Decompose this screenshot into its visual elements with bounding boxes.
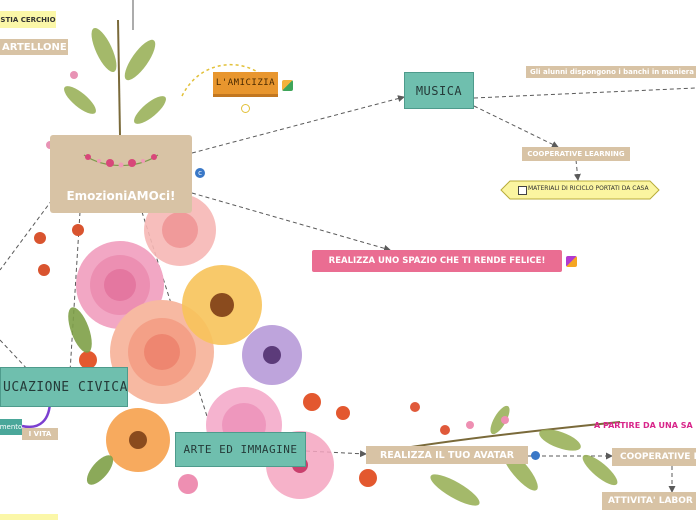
daisy-orange (182, 265, 262, 345)
node-educazione-civica-label: UCAZIONE CIVICA (3, 379, 128, 395)
image-attachment-icon[interactable] (282, 80, 293, 91)
small-blossoms (34, 71, 84, 276)
connector-central-left (0, 199, 53, 271)
connector-musica-banchi (473, 87, 696, 99)
node-spazio-label: REALIZZA UNO SPAZIO CHE TI RENDE FELICE! (328, 256, 546, 266)
connector-musica-cooperative (473, 105, 559, 148)
node-mento[interactable]: mento (0, 419, 22, 435)
node-arte-immagine[interactable]: ARTE ED IMMAGINE (175, 432, 306, 467)
node-musica[interactable]: MUSICA (404, 72, 474, 109)
daisy-orange-small (106, 408, 170, 472)
connector-civica-left (0, 339, 31, 373)
berries-right (410, 402, 509, 435)
node-banchi[interactable]: Gli alunni dispongono i banchi in manier… (526, 66, 696, 78)
node-banchi-label: Gli alunni dispongono i banchi in manier… (530, 68, 696, 76)
node-cooperative-learning-label: COOPERATIVE LEARNING (527, 150, 625, 158)
node-attivita-label: ATTIVITA' LABOR (608, 496, 693, 506)
leaf-cluster-top (64, 27, 166, 124)
link-icon-2[interactable] (531, 451, 540, 460)
node-cartellone-label: ARTELLONE (2, 41, 67, 53)
connector-central-spazio (191, 192, 391, 252)
node-educazione-civica[interactable]: UCAZIONE CIVICA (0, 367, 128, 407)
node-fragment-bottom (0, 514, 58, 520)
node-avatar[interactable]: REALIZZA IL TUO AVATAR (366, 446, 528, 464)
node-materiali-label: MATERIALI DI RICICLO PORTATI DA CASA (528, 185, 649, 192)
node-vita-label: I VITA (28, 430, 52, 438)
link-icon[interactable]: c (195, 168, 205, 178)
node-amicizia-label: L'AMICIZIA (215, 78, 276, 88)
connector-cooperative-materiali (573, 159, 581, 181)
node-materiali[interactable]: MATERIALI DI RICICLO PORTATI DA CASA (500, 180, 660, 200)
image-attachment-icon-2[interactable] (566, 256, 577, 267)
central-title: EmozioniAMOci! (66, 189, 176, 203)
bulb-icon (241, 104, 250, 113)
node-mento-label: mento (0, 423, 22, 431)
node-arte-immagine-label: ARTE ED IMMAGINE (183, 443, 298, 456)
connector-amicizia (181, 63, 263, 97)
checkbox-icon[interactable] (518, 186, 527, 195)
node-cooperative-2[interactable]: COOPERATIVE L (612, 448, 696, 466)
node-vita[interactable]: I VITA (22, 428, 58, 440)
node-cerchio-label: STIA CERCHIO (0, 15, 56, 24)
connector-central-musica (191, 95, 405, 154)
node-amicizia[interactable]: L'AMICIZIA (213, 72, 278, 97)
floral-garland-icon (80, 149, 162, 171)
node-avatar-label: REALIZZA IL TUO AVATAR (379, 449, 515, 461)
node-attivita[interactable]: ATTIVITA' LABOR (602, 492, 696, 510)
node-cerchio[interactable]: STIA CERCHIO (0, 11, 56, 28)
node-cooperative-learning[interactable]: COOPERATIVE LEARNING (522, 147, 630, 161)
connector-central-civica (69, 211, 81, 373)
central-node[interactable]: EmozioniAMOci! (50, 135, 192, 213)
small-flowers (79, 351, 377, 494)
node-musica-label: MUSICA (415, 83, 463, 98)
node-partire[interactable]: A PARTIRE DA UNA SA (594, 421, 693, 430)
node-cartellone[interactable]: ARTELLONE (0, 39, 68, 55)
node-cooperative-2-label: COOPERATIVE L (620, 452, 696, 462)
node-spazio[interactable]: REALIZZA UNO SPAZIO CHE TI RENDE FELICE! (312, 250, 562, 272)
flower-purple (242, 325, 302, 385)
leaf-cluster-left (68, 307, 114, 485)
